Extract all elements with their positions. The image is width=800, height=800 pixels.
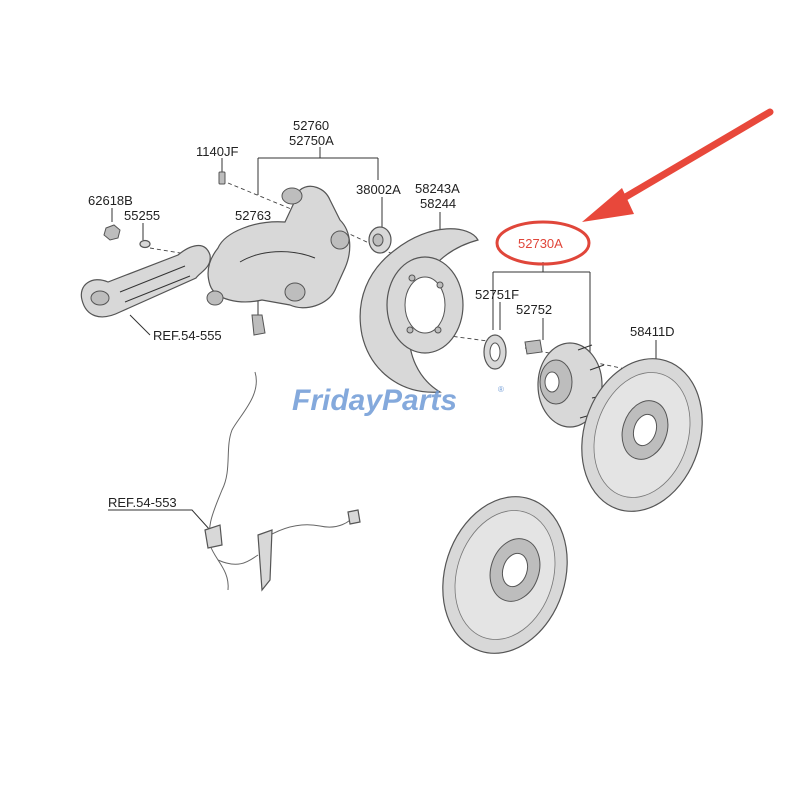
washer-55255 xyxy=(139,239,151,249)
label-52752[interactable]: 52752 xyxy=(516,302,552,317)
fasteners xyxy=(103,171,266,336)
part-labels: 52760 52750A 1140JF 62618B 55255 52763 3… xyxy=(88,118,675,510)
knuckle xyxy=(206,185,351,309)
label-52751f[interactable]: 52751F xyxy=(475,287,519,302)
red-arrowhead-icon xyxy=(582,188,634,222)
hub-assembly-52730a xyxy=(537,342,607,428)
nut-62618b xyxy=(103,224,121,241)
watermark-text: FridayParts xyxy=(292,384,457,417)
fridayparts-watermark: FridayParts ® xyxy=(292,384,504,417)
brake-disc-upper xyxy=(581,358,703,512)
red-arrow-icon xyxy=(608,108,774,209)
label-62618b[interactable]: 62618B xyxy=(88,193,133,208)
label-58243a[interactable]: 58243A xyxy=(415,181,460,196)
bolt-52752 xyxy=(524,339,543,355)
label-52730a[interactable]: 52730A xyxy=(518,236,563,251)
brake-disc-lower xyxy=(442,496,568,654)
bolt-52763 xyxy=(251,314,266,336)
label-58244[interactable]: 58244 xyxy=(420,196,456,211)
label-52750a[interactable]: 52750A xyxy=(289,133,334,148)
bolt-1140jf xyxy=(218,171,226,185)
highlight-oval xyxy=(495,220,591,266)
bushing-38002a xyxy=(368,226,392,254)
label-38002a[interactable]: 38002A xyxy=(356,182,401,197)
label-52763[interactable]: 52763 xyxy=(235,208,271,223)
label-58411d[interactable]: 58411D xyxy=(630,324,675,339)
label-1140jf[interactable]: 1140JF xyxy=(196,144,238,159)
label-55255[interactable]: 55255 xyxy=(124,208,160,223)
seal-52751f xyxy=(483,334,507,370)
ref-54-555[interactable]: REF.54-555 xyxy=(153,328,222,343)
ref-54-553[interactable]: REF.54-553 xyxy=(108,495,177,510)
dust-shield xyxy=(359,228,479,393)
label-52760[interactable]: 52760 xyxy=(293,118,329,133)
watermark-registered: ® xyxy=(498,385,504,394)
highlight-callout xyxy=(495,108,774,266)
sensor-wiring xyxy=(204,371,361,592)
trailing-arm xyxy=(80,245,211,318)
